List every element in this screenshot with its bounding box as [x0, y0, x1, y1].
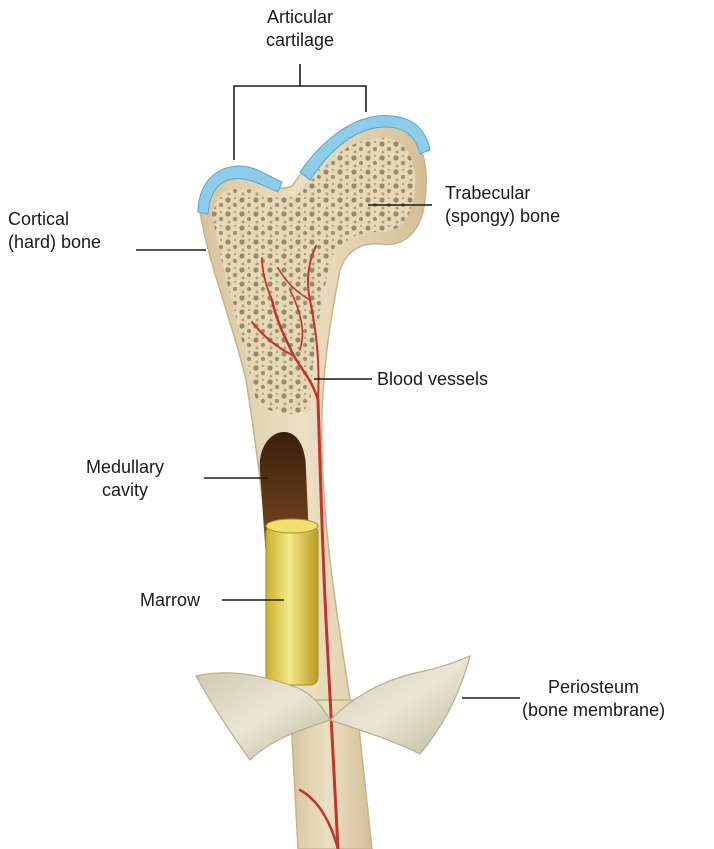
label-cortical-bone-line2: (hard) bone — [8, 231, 101, 254]
label-periosteum-line1: Periosteum — [522, 676, 665, 699]
label-periosteum: Periosteum (bone membrane) — [522, 676, 665, 722]
label-trabecular-bone: Trabecular (spongy) bone — [445, 182, 560, 228]
label-periosteum-line2: (bone membrane) — [522, 699, 665, 722]
label-articular-cartilage-line2: cartilage — [240, 29, 360, 52]
label-trabecular-bone-line2: (spongy) bone — [445, 205, 560, 228]
label-articular-cartilage: Articular cartilage — [240, 6, 360, 52]
label-medullary-cavity-line2: cavity — [86, 479, 164, 502]
marrow-top — [266, 519, 318, 533]
label-cortical-bone-line1: Cortical — [8, 208, 101, 231]
label-trabecular-bone-line1: Trabecular — [445, 182, 560, 205]
label-blood-vessels: Blood vessels — [377, 368, 488, 391]
marrow-cylinder — [266, 525, 318, 685]
label-marrow: Marrow — [140, 589, 200, 612]
label-blood-vessels-text: Blood vessels — [377, 368, 488, 391]
label-cortical-bone: Cortical (hard) bone — [8, 208, 101, 254]
label-medullary-cavity-line1: Medullary — [86, 456, 164, 479]
label-articular-cartilage-line1: Articular — [240, 6, 360, 29]
label-marrow-text: Marrow — [140, 589, 200, 612]
label-medullary-cavity: Medullary cavity — [86, 456, 164, 502]
